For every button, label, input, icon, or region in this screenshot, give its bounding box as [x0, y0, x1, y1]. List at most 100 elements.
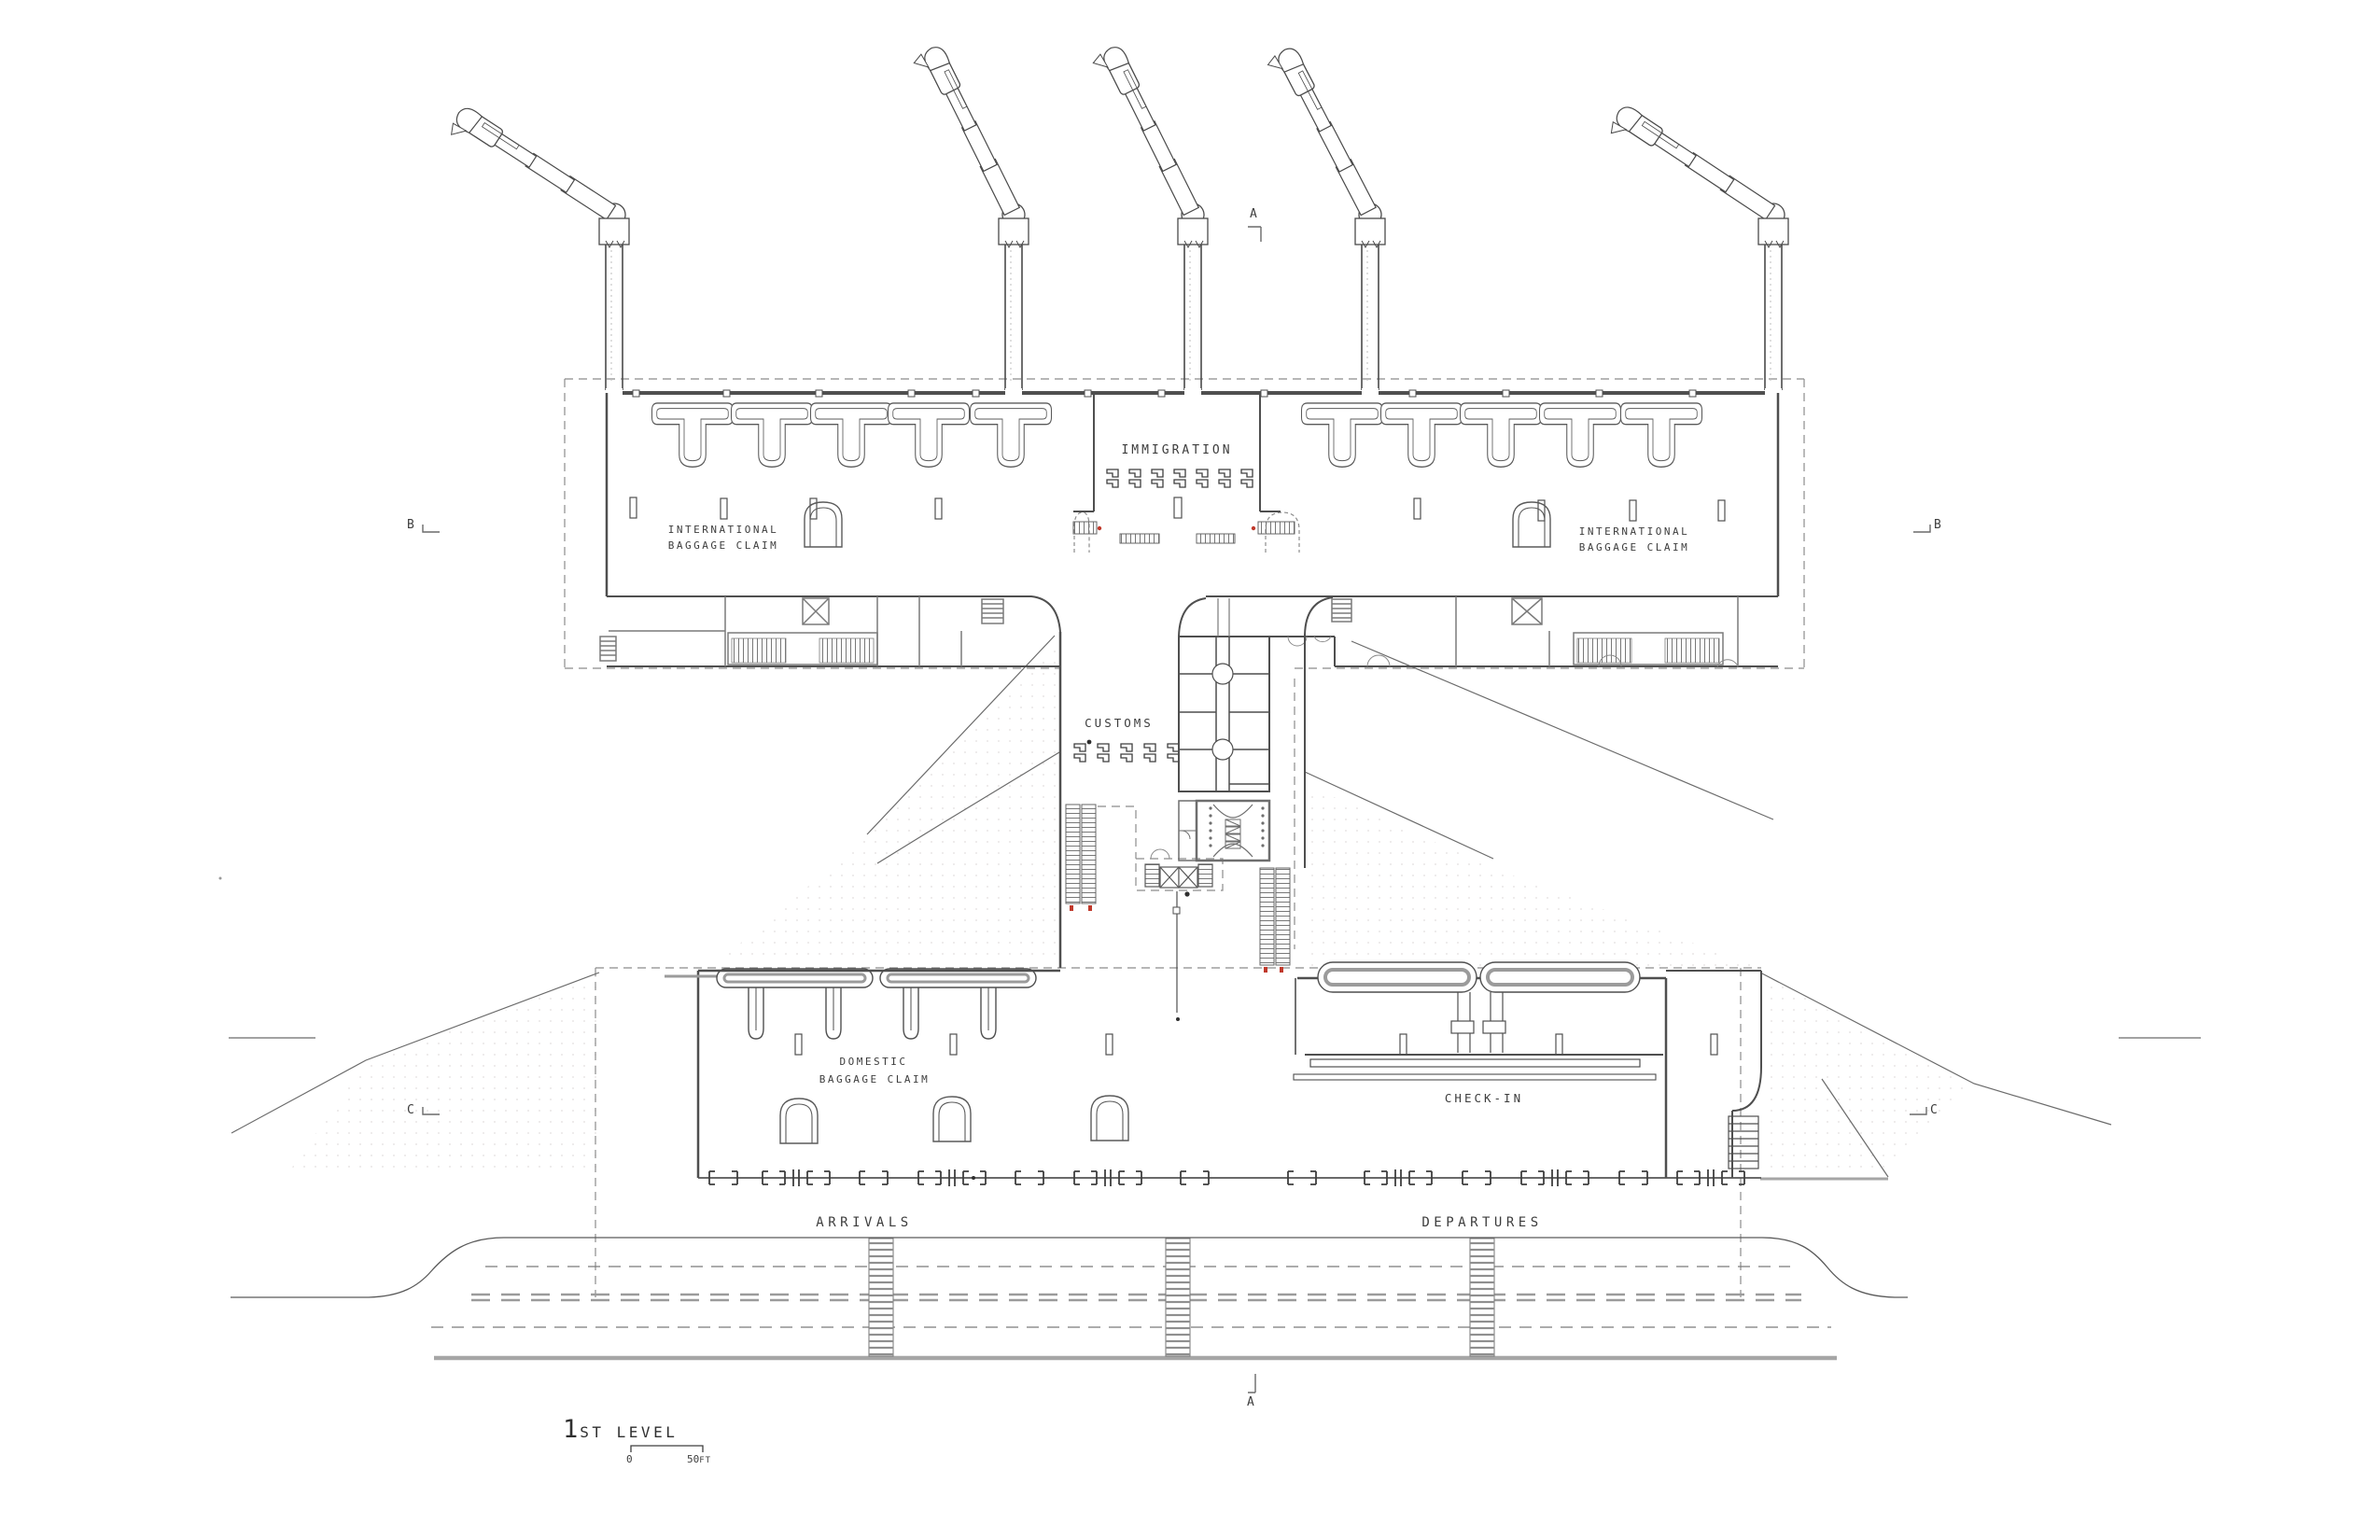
gate-corridor-4 — [1361, 245, 1379, 390]
scale-end-value: 50 — [687, 1453, 700, 1465]
jet-bridge-4 — [1265, 44, 1386, 235]
label-arrivals: ARRIVALS — [816, 1215, 913, 1230]
customs-escalators — [1065, 804, 1097, 911]
section-marker-ticks — [218, 226, 1931, 1452]
arch-door-domestic-1 — [779, 1098, 819, 1144]
check-in-counters — [1293, 961, 1663, 1081]
title-level-number: 1 — [563, 1415, 581, 1444]
title-level-suffix: ST LEVEL — [580, 1423, 679, 1441]
immigration-booth — [1240, 469, 1253, 488]
corridor-wall-gaps — [606, 388, 1782, 398]
carousel-intl-R1 — [1300, 402, 1384, 468]
lower-terminal — [665, 961, 1762, 1187]
immigration-area — [1072, 469, 1295, 544]
carousel-intl-L1 — [651, 402, 735, 468]
domestic-carousels — [665, 968, 1037, 1040]
central-connector — [1058, 596, 1334, 1021]
immigration-booth — [1106, 469, 1119, 488]
carousel-intl-L2 — [730, 402, 814, 468]
stipple-areas — [289, 644, 1969, 1174]
restrooms-right — [1573, 632, 1724, 665]
checkin-counter-bar — [1309, 1058, 1641, 1068]
jet-bridge-3 — [1089, 42, 1209, 235]
carousel-intl-L5 — [969, 402, 1053, 468]
gate-corridor-2 — [1004, 245, 1023, 390]
band-top — [607, 595, 1778, 637]
restrooms-left — [727, 632, 878, 665]
marker-b-right-tick — [1913, 525, 1931, 533]
south-facade — [698, 1169, 1761, 1187]
annex-stair — [1728, 1115, 1759, 1169]
carousel-intl-R2 — [1379, 402, 1463, 468]
label-domestic-2: BAGGAGE CLAIM — [819, 1073, 931, 1085]
red-marker — [1251, 525, 1256, 531]
marker-a-top-tick — [1248, 226, 1262, 242]
elevator-left — [802, 597, 830, 625]
checkin-queue-bar — [1293, 1073, 1657, 1081]
carousel-intl-L3 — [809, 402, 893, 468]
road-left-curve — [231, 1237, 505, 1298]
scale-unit: FT — [699, 1456, 712, 1465]
immigration-booth — [1151, 469, 1164, 488]
customs-exit-vestibule — [1178, 799, 1271, 862]
stray-mark — [218, 876, 222, 880]
gate-corridor-5 — [1764, 245, 1783, 390]
domestic-arches — [779, 1095, 1129, 1144]
section-marker-b-right: B — [1934, 518, 1941, 532]
immigration-escalators — [1072, 521, 1295, 544]
gate-corridor-1 — [605, 245, 623, 390]
red-marker — [1097, 525, 1102, 531]
stair-left — [981, 598, 1004, 624]
carousel-intl-R3 — [1459, 402, 1543, 468]
customs-booths — [1073, 739, 1180, 763]
immigration-booth — [1196, 469, 1209, 488]
marker-a-bottom-tick — [1248, 1374, 1256, 1393]
immigration-west-wall — [1073, 395, 1095, 512]
descend-escalator-right — [1259, 867, 1291, 973]
hall-columns — [629, 497, 1726, 522]
immigration-booth — [1173, 469, 1186, 488]
label-intl-baggage-left-1: INTERNATIONAL — [667, 524, 779, 536]
dashed-outlines — [564, 378, 1805, 1297]
road-right-curve — [1761, 1237, 1908, 1298]
arch-door-domestic-2 — [932, 1096, 972, 1142]
section-marker-a-top: A — [1250, 207, 1257, 221]
label-immigration: IMMIGRATION — [1121, 443, 1233, 457]
elevator-right — [1511, 597, 1543, 625]
wall-column-ticks — [632, 389, 1697, 398]
jet-bridge-2 — [910, 42, 1029, 235]
section-marker-b-left: B — [407, 518, 414, 532]
international-carousels — [651, 402, 1703, 468]
label-check-in: CHECK-IN — [1444, 1091, 1524, 1105]
right-corridor-wall — [1304, 596, 1334, 868]
jet-bridges — [445, 42, 1790, 249]
office-band — [599, 595, 1778, 667]
central-stairs-elevators — [1144, 848, 1213, 889]
scale-end: 50FT — [687, 1453, 711, 1465]
label-domestic-1: DOMESTIC — [839, 1056, 908, 1068]
upper-terminal — [605, 388, 1782, 596]
band-door-arcs — [1287, 636, 1739, 667]
section-marker-c-left: C — [407, 1103, 414, 1117]
section-marker-c-right: C — [1930, 1103, 1938, 1117]
label-intl-baggage-right-2: BAGGAGE CLAIM — [1578, 541, 1690, 553]
marker-b-left-tick — [422, 525, 440, 533]
lane-dash-double — [471, 1293, 1801, 1302]
roadway — [231, 1237, 1908, 1361]
marker-c-left-tick — [422, 1107, 440, 1115]
carousel-intl-R4 — [1538, 402, 1622, 468]
lower-columns — [794, 1033, 1718, 1056]
drawing-title: 1ST LEVEL — [563, 1415, 678, 1444]
immigration-booth — [1218, 469, 1231, 488]
crosswalk-departures — [1469, 1238, 1495, 1357]
stair-left-outer — [599, 636, 617, 662]
office-block-A — [1178, 598, 1270, 792]
crosswalk-center — [1165, 1238, 1191, 1357]
arch-door-domestic-3 — [1090, 1095, 1129, 1141]
section-marker-a-bottom: A — [1247, 1395, 1254, 1409]
jet-bridge-gates — [605, 245, 1783, 390]
carousel-intl-L4 — [887, 402, 971, 468]
scale-bar-line — [630, 1445, 704, 1452]
